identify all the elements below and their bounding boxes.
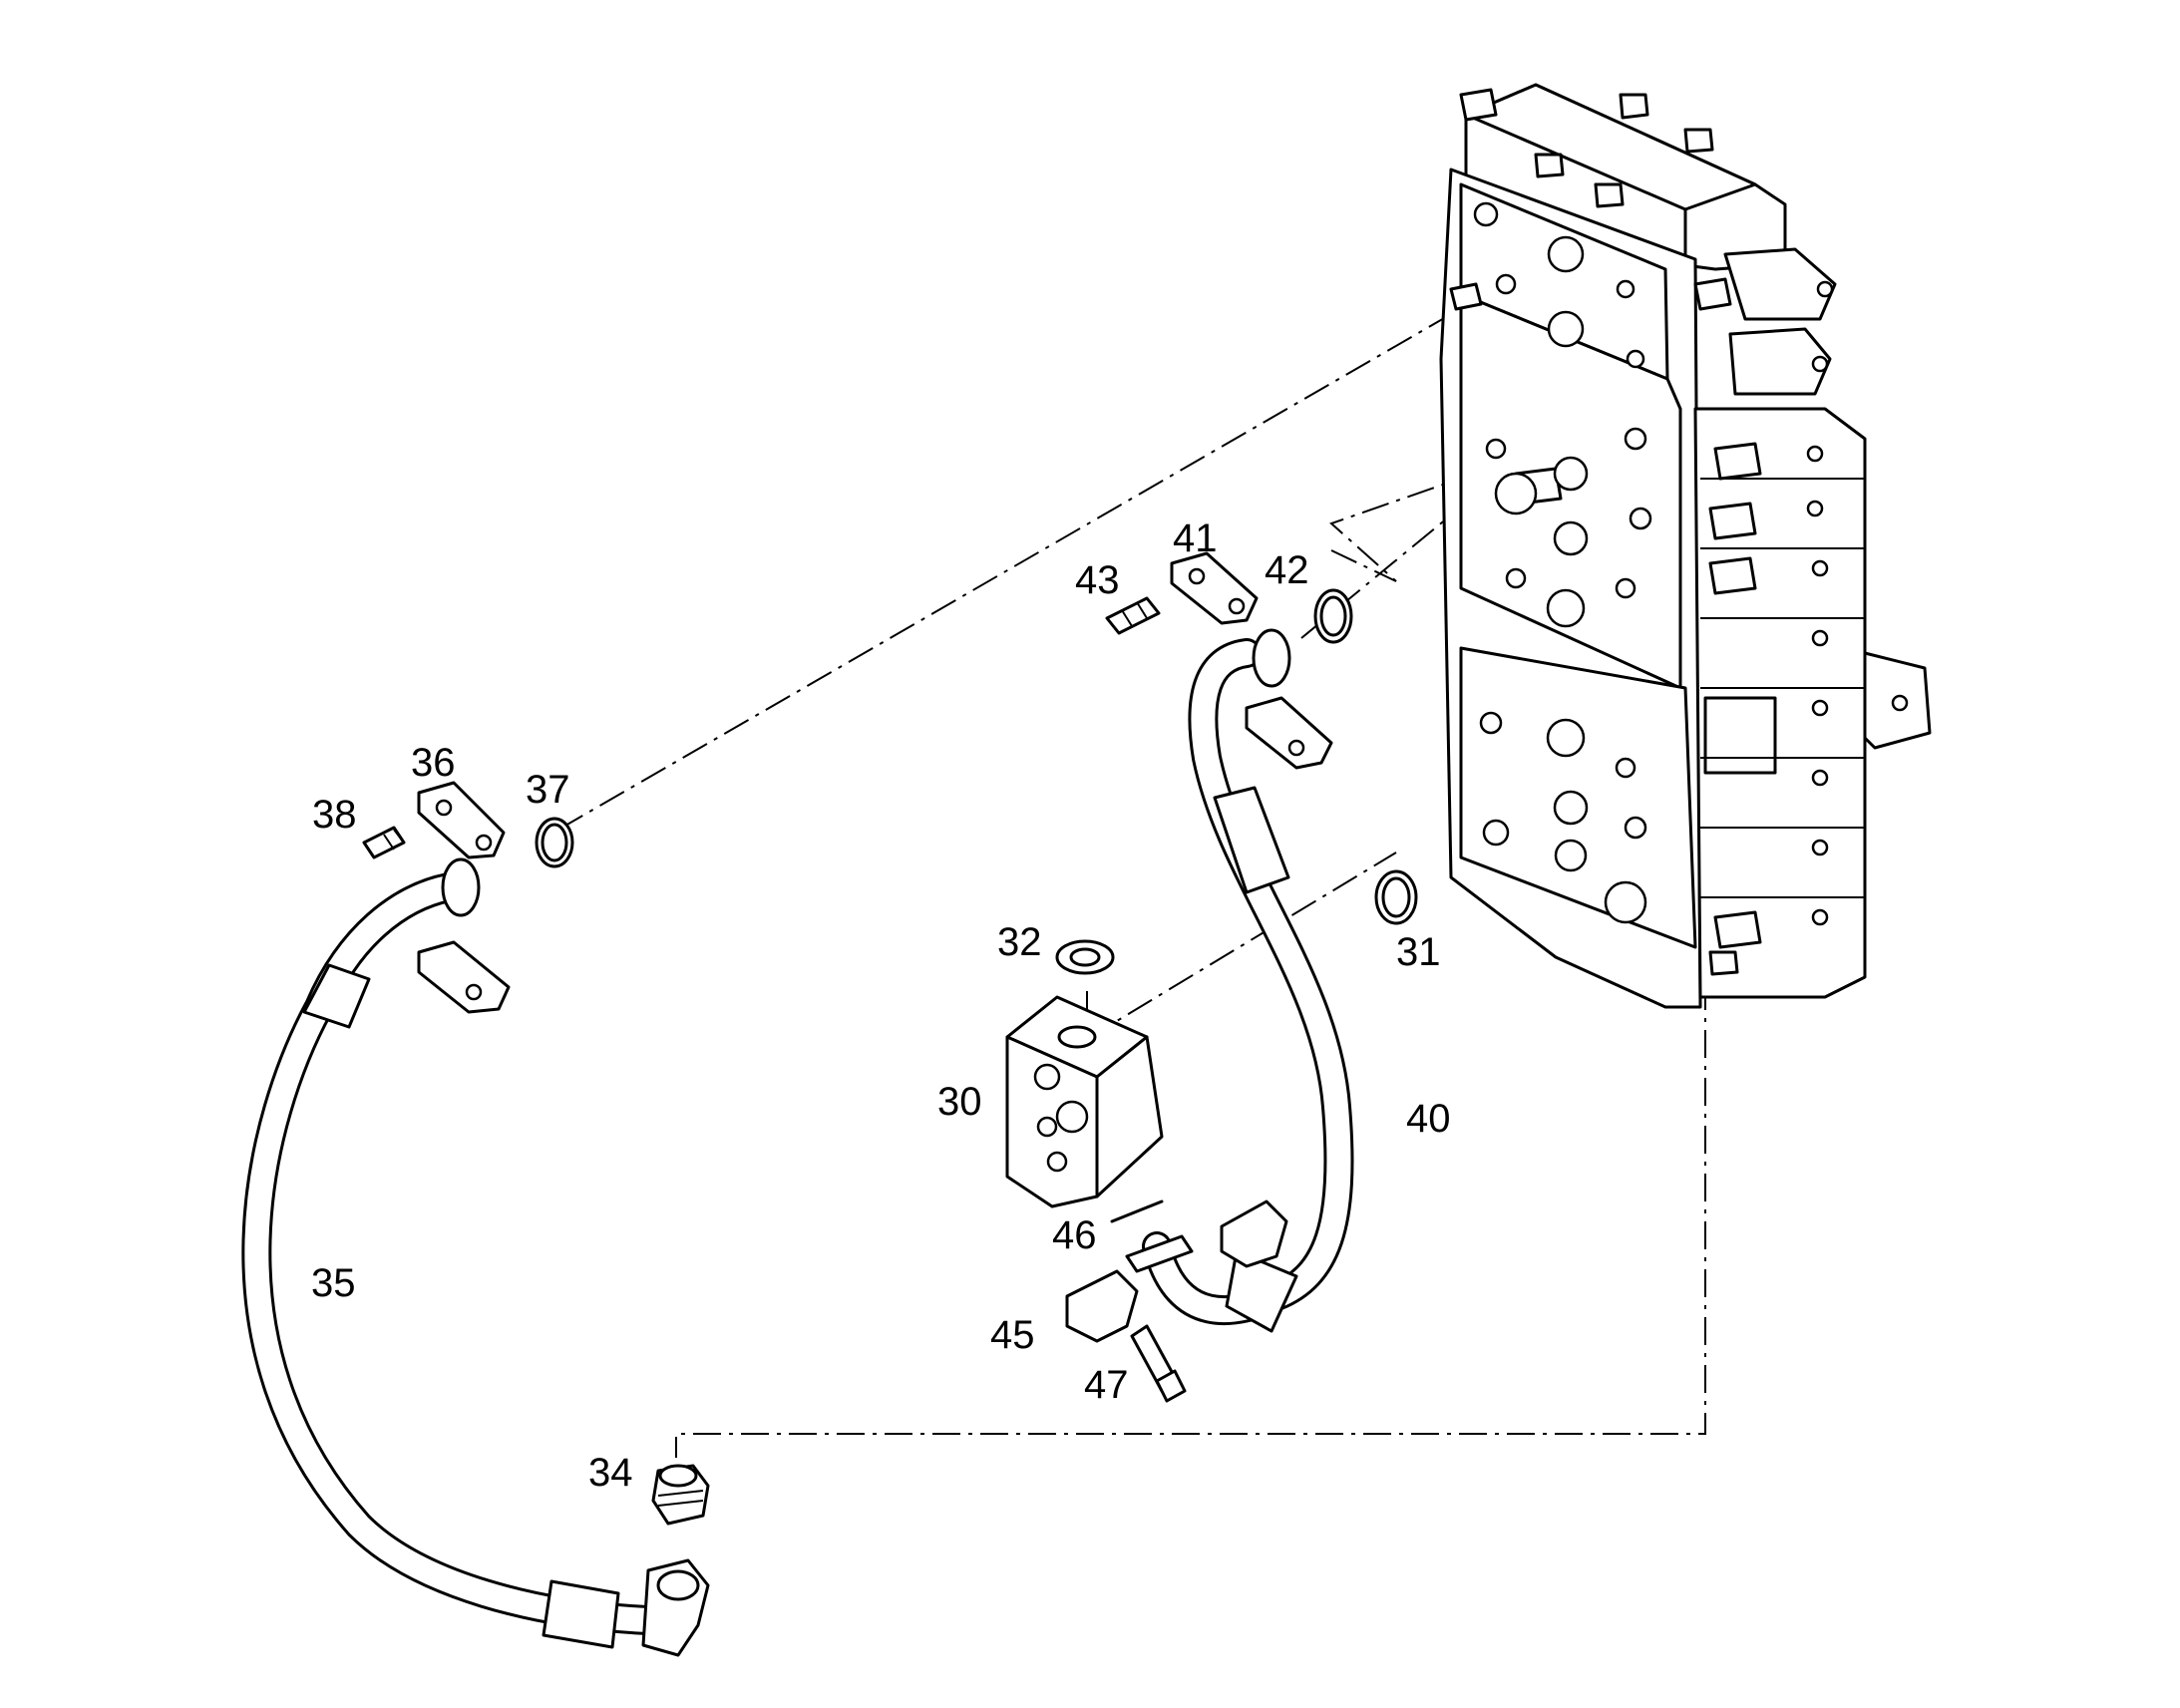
callout-46: 46 xyxy=(1052,1213,1097,1257)
hose-40 xyxy=(1142,638,1354,1333)
callout-35: 35 xyxy=(311,1261,356,1305)
callout-31: 31 xyxy=(1396,930,1441,974)
callout-45: 45 xyxy=(990,1313,1035,1357)
callout-32: 32 xyxy=(997,920,1042,964)
seal-46 xyxy=(1110,1199,1164,1223)
callout-36: 36 xyxy=(411,741,456,785)
screw-38 xyxy=(362,826,406,859)
valve-fittings xyxy=(1449,88,1762,976)
callout-42: 42 xyxy=(1265,548,1309,592)
half-flange-45 xyxy=(1065,1199,1288,1343)
adapter-block-30 xyxy=(1005,995,1164,1208)
elbow-fitting xyxy=(641,1558,710,1657)
plug-32 xyxy=(1055,939,1115,975)
callout-30: 30 xyxy=(937,1080,982,1124)
callout-labels: 30 31 32 34 35 36 37 38 40 41 42 43 45 4… xyxy=(311,516,1451,1495)
o-ring-42 xyxy=(1313,588,1353,644)
flange-clamp-41 xyxy=(1170,551,1333,770)
callout-38: 38 xyxy=(312,793,357,837)
callout-37: 37 xyxy=(526,768,570,812)
callout-40: 40 xyxy=(1406,1097,1451,1141)
valve-section-seams xyxy=(1700,478,1865,898)
control-valve-assembly xyxy=(1439,83,1932,1009)
o-ring-31 xyxy=(1374,869,1418,925)
callout-43: 43 xyxy=(1075,558,1120,602)
callout-47: 47 xyxy=(1084,1363,1129,1407)
flange-fitting xyxy=(1125,1234,1194,1273)
valve-ports xyxy=(1473,201,1909,926)
screw-47 xyxy=(1130,1324,1187,1403)
screw-43 xyxy=(1105,596,1161,635)
flange-clamp-36 xyxy=(417,781,511,1014)
o-ring-37 xyxy=(535,817,574,868)
callout-41: 41 xyxy=(1173,516,1218,560)
hose-35 xyxy=(241,872,663,1649)
callout-34: 34 xyxy=(588,1451,633,1495)
fitting-34 xyxy=(651,1464,710,1526)
leader-lines xyxy=(557,316,1706,1458)
